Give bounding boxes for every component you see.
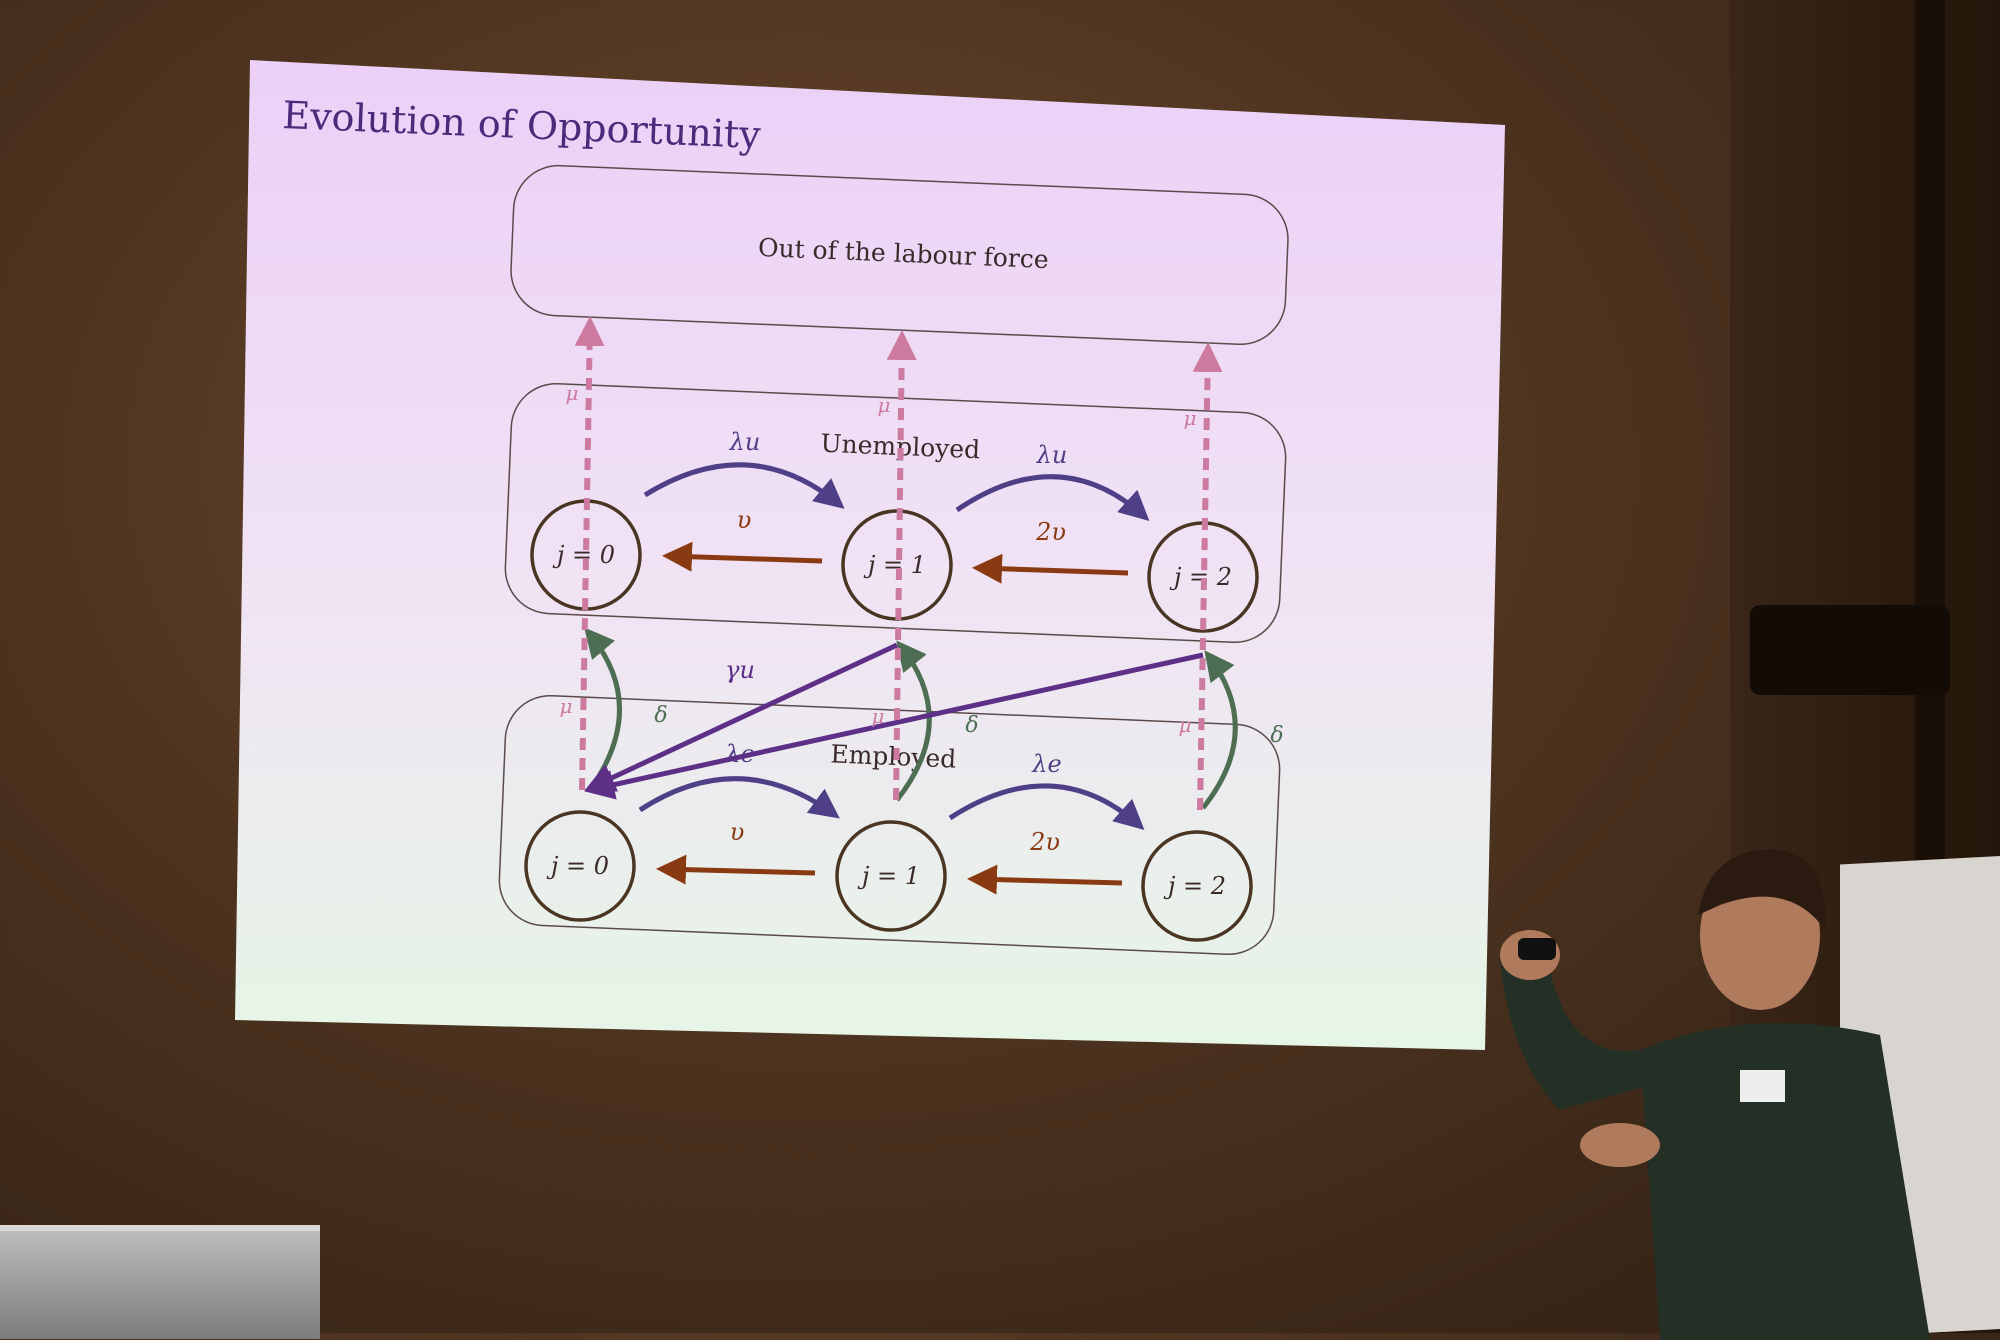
employed-node-1-label: j = 1 bbox=[857, 862, 920, 890]
employed-node-0 bbox=[524, 810, 636, 922]
delta-label-1: δ bbox=[965, 713, 978, 738]
unemployed-node-2-label: j = 2 bbox=[1169, 563, 1232, 591]
mu-arrow-0 bbox=[574, 316, 605, 791]
upsilon-arrow-u-2-1 bbox=[972, 553, 1129, 584]
slide-background bbox=[235, 60, 1505, 1050]
mu-label-e0: μ bbox=[560, 694, 573, 718]
presenter-torso bbox=[1640, 1023, 1930, 1340]
presenter-arm bbox=[1500, 960, 1650, 1110]
gamma-u-label: γu bbox=[725, 656, 755, 684]
presenter-hand-front bbox=[1580, 1123, 1660, 1167]
name-badge bbox=[1740, 1070, 1785, 1102]
mu-arrow-1 bbox=[886, 330, 917, 801]
two-upsilon-label-u: 2υ bbox=[1035, 518, 1066, 546]
gamma-u-arrow-1 bbox=[584, 642, 899, 792]
upsilon-label-u: υ bbox=[737, 506, 752, 534]
mu-label-e2: μ bbox=[1179, 713, 1192, 737]
lambda-e-arrow-0-1 bbox=[638, 776, 840, 819]
lambda-e-arrow-1-2 bbox=[948, 783, 1145, 830]
mu-label-u0: μ bbox=[566, 381, 579, 405]
mu-label-e1: μ bbox=[872, 704, 885, 728]
mu-arrow-2 bbox=[1192, 342, 1223, 811]
lambda-u-arrow-0-1 bbox=[643, 462, 845, 509]
employed-label: Employed bbox=[830, 739, 957, 773]
presenter bbox=[1500, 849, 1930, 1340]
employed-node-0-label: j = 0 bbox=[546, 852, 609, 880]
upsilon-arrow-u-1-0 bbox=[662, 541, 823, 572]
equipment-case bbox=[0, 1225, 320, 1339]
lambda-u-label-1: λu bbox=[729, 428, 761, 456]
lambda-u-arrow-1-2 bbox=[955, 474, 1150, 522]
mu-label-u2: μ bbox=[1184, 406, 1197, 430]
lambda-u-label-2: λu bbox=[1036, 441, 1068, 469]
employed-node-2 bbox=[1141, 830, 1253, 942]
delta-arrow-1 bbox=[895, 640, 932, 802]
lambda-e-label-2: λe bbox=[1031, 750, 1061, 778]
upsilon-arrow-e-1-0 bbox=[656, 854, 816, 885]
two-upsilon-label-e: 2υ bbox=[1029, 828, 1060, 856]
out-of-labour-force-box bbox=[510, 164, 1289, 346]
clicker-remote bbox=[1518, 938, 1556, 960]
gamma-u-arrow-2 bbox=[584, 652, 1204, 800]
presenter-hair bbox=[1698, 849, 1826, 930]
upsilon-arrow-e-2-1 bbox=[967, 864, 1123, 895]
delta-label-0: δ bbox=[654, 703, 667, 728]
delta-arrow-2 bbox=[1201, 650, 1238, 810]
employed-node-2-label: j = 2 bbox=[1163, 872, 1226, 900]
delta-label-2: δ bbox=[1270, 723, 1283, 748]
unemployed-node-1-label: j = 1 bbox=[863, 551, 926, 579]
upsilon-label-e: υ bbox=[730, 818, 745, 846]
employed-node-1 bbox=[835, 820, 947, 932]
mu-label-u1: μ bbox=[878, 393, 891, 417]
wall-speaker bbox=[1750, 605, 1950, 695]
